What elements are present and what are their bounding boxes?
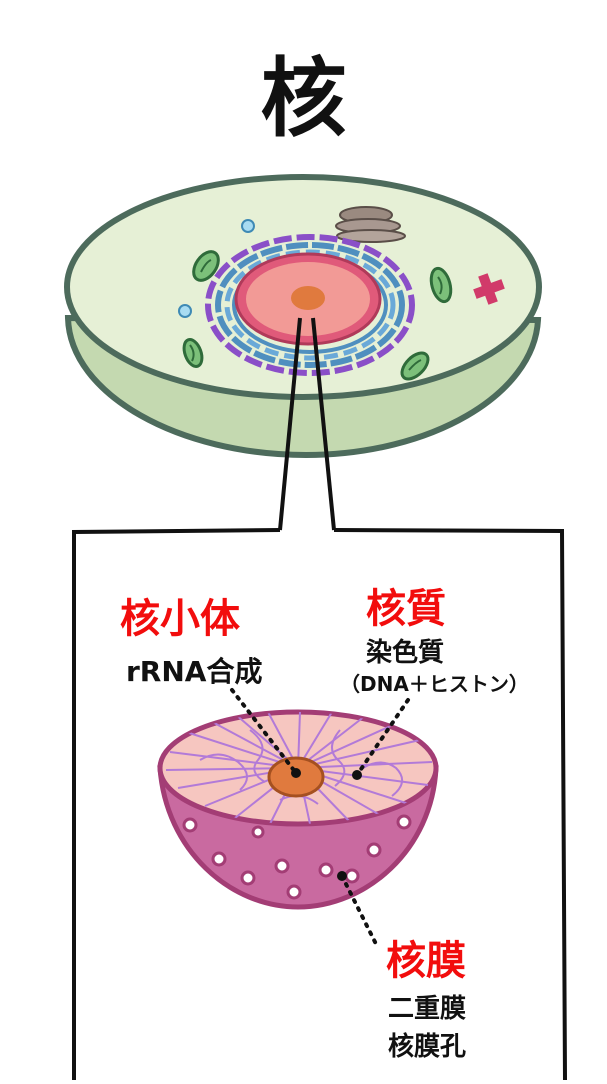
- mitochondrion: [192, 250, 220, 282]
- pointer-nucleoplasm: [355, 698, 410, 777]
- cell-nucleus: [234, 252, 382, 346]
- vesicle: [241, 219, 255, 233]
- label-membrane-name: 核膜: [386, 938, 466, 984]
- label-nucleoplasm-detail: （DNA＋ヒストン）: [340, 672, 529, 696]
- label-nucleolus-desc: rRNA合成: [126, 655, 263, 688]
- label-nucleolus-name: 核小体: [120, 596, 240, 642]
- vesicle: [178, 304, 192, 318]
- centrosome: [473, 273, 505, 305]
- mitochondrion: [429, 266, 453, 304]
- zoom-lines: [278, 317, 336, 531]
- page-title: 核: [260, 49, 347, 149]
- endoplasmic-reticulum: [205, 234, 415, 376]
- golgi-apparatus: [335, 206, 406, 243]
- label-pointers: [230, 688, 410, 950]
- label-membrane-desc-2: 核膜孔: [388, 1032, 467, 1062]
- mitochondrion: [400, 351, 430, 381]
- label-nucleoplasm-name: 核質: [366, 586, 446, 632]
- label-membrane-desc-1: 二重膜: [388, 994, 467, 1024]
- mitochondrion: [182, 338, 204, 368]
- nuclear-pores: [182, 814, 412, 900]
- zoom-box: [72, 528, 567, 1081]
- pointer-nucleolus: [230, 688, 298, 775]
- label-nucleoplasm-desc: 染色質: [366, 638, 445, 668]
- nucleus-cutaway: [157, 709, 439, 910]
